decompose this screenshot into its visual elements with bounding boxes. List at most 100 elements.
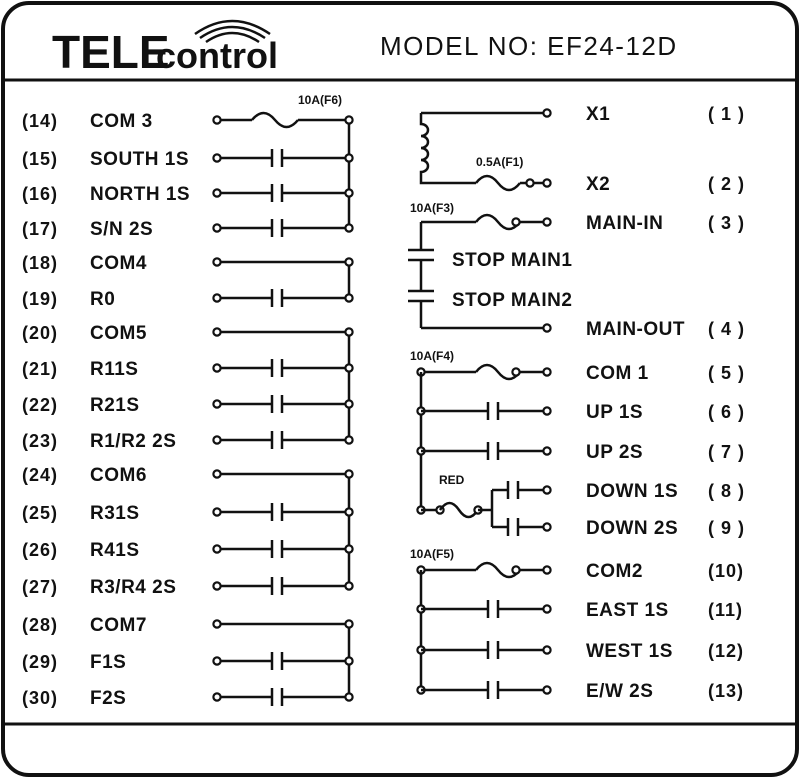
fuse-f1-label: 0.5A(F1)	[476, 155, 523, 169]
left-terminal-number: (20)	[22, 323, 58, 343]
terminal-node	[212, 327, 222, 337]
right-terminal-number: ( 9 )	[708, 518, 745, 538]
bus-node	[344, 507, 354, 517]
terminal-node	[212, 469, 222, 479]
right-terminal-number: ( 7 )	[708, 442, 745, 462]
right-terminal-number: (11)	[708, 600, 743, 620]
terminal-node	[212, 692, 222, 702]
left-terminal-label: R3/R4 2S	[90, 577, 176, 598]
left-terminal-label: R1/R2 2S	[90, 431, 176, 452]
left-terminal-number: (19)	[22, 289, 58, 309]
bus-node	[344, 327, 354, 337]
right-terminal-number: (13)	[708, 681, 744, 701]
fuse-symbol	[251, 111, 299, 129]
bus-node	[344, 223, 354, 233]
terminal-node	[542, 406, 552, 416]
terminal-node	[212, 115, 222, 125]
left-terminal-label: R31S	[90, 503, 140, 524]
left-terminal-number: (14)	[22, 111, 58, 131]
right-terminal-label: EAST 1S	[586, 600, 669, 621]
brand-logo: TELE control	[52, 19, 278, 78]
left-terminal-number: (30)	[22, 688, 58, 708]
right-terminal-label: COM2	[586, 561, 643, 582]
left-terminal-number: (24)	[22, 465, 58, 485]
right-terminal-number: (12)	[708, 641, 744, 661]
bus-node	[344, 257, 354, 267]
terminal-node	[212, 153, 222, 163]
left-terminal-number: (23)	[22, 431, 58, 451]
terminal-node	[212, 188, 222, 198]
right-terminal-label: COM 1	[586, 363, 649, 384]
left-terminal-label: COM4	[90, 253, 147, 274]
left-terminal-label: S/N 2S	[90, 219, 153, 240]
fuse-f6-label: 10A(F6)	[298, 93, 342, 107]
terminal-node	[542, 178, 552, 188]
model-number: MODEL NO: EF24-12D	[380, 31, 678, 61]
left-terminal-number: (22)	[22, 395, 58, 415]
fuse-symbol	[475, 213, 521, 231]
right-terminal-label: UP 1S	[586, 402, 643, 423]
left-labels: (14)COM 3(15)SOUTH 1S(16)NORTH 1S(17)S/N…	[22, 111, 190, 709]
right-wiring	[408, 108, 552, 699]
right-terminal-label: MAIN-IN	[586, 213, 663, 234]
terminal-node	[542, 522, 552, 532]
bus-node	[344, 619, 354, 629]
fuse-f3-label: 10A(F3)	[410, 201, 454, 215]
terminal-node	[212, 619, 222, 629]
fuse-symbol	[475, 363, 521, 381]
right-terminal-label: X1	[586, 104, 610, 125]
brand-control: control	[156, 35, 278, 76]
left-terminal-label: R0	[90, 289, 115, 310]
terminal-node	[542, 604, 552, 614]
coil-symbol	[419, 113, 476, 185]
fuse-f5-label: 10A(F5)	[410, 547, 454, 561]
fuse-symbol	[475, 174, 521, 192]
left-terminal-number: (28)	[22, 615, 58, 635]
terminal-node	[542, 485, 552, 495]
right-terminal-number: ( 1 )	[708, 104, 745, 124]
right-terminal-label: MAIN-OUT	[586, 319, 685, 340]
terminal-node	[212, 223, 222, 233]
bus-node	[344, 544, 354, 554]
terminal-node	[212, 544, 222, 554]
terminal-node	[212, 293, 222, 303]
bus-node	[344, 399, 354, 409]
left-terminal-label: SOUTH 1S	[90, 149, 189, 170]
right-terminal-label: WEST 1S	[586, 641, 673, 662]
terminal-node	[212, 257, 222, 267]
terminal-node	[542, 446, 552, 456]
right-terminal-number: ( 2 )	[708, 174, 745, 194]
bus-node	[344, 581, 354, 591]
right-terminal-label: DOWN 2S	[586, 518, 678, 539]
terminal-node	[212, 399, 222, 409]
right-labels: X1( 1 )X2( 2 )MAIN-IN( 3 )MAIN-OUT( 4 )C…	[586, 104, 745, 702]
terminal-node	[511, 565, 521, 575]
bus-node	[344, 656, 354, 666]
stop-main2-label: STOP MAIN2	[452, 290, 572, 311]
left-terminal-number: (15)	[22, 149, 58, 169]
terminal-node	[212, 507, 222, 517]
bus-node	[344, 188, 354, 198]
bus-node	[344, 435, 354, 445]
left-terminal-label: R21S	[90, 395, 140, 416]
terminal-node	[525, 178, 535, 188]
right-terminal-label: UP 2S	[586, 442, 643, 463]
stop-main1-label: STOP MAIN1	[452, 250, 572, 271]
terminal-node	[212, 656, 222, 666]
terminal-node	[542, 108, 552, 118]
terminal-node	[212, 363, 222, 373]
right-terminal-number: (10)	[708, 561, 744, 581]
bus-node	[344, 115, 354, 125]
left-terminal-number: (16)	[22, 184, 58, 204]
bus-node	[344, 293, 354, 303]
terminal-node	[542, 565, 552, 575]
bus-node	[344, 153, 354, 163]
right-terminal-label: X2	[586, 174, 610, 195]
right-terminal-number: ( 8 )	[708, 481, 745, 501]
bus-node	[344, 692, 354, 702]
left-terminal-label: F2S	[90, 688, 126, 709]
terminal-node	[511, 367, 521, 377]
